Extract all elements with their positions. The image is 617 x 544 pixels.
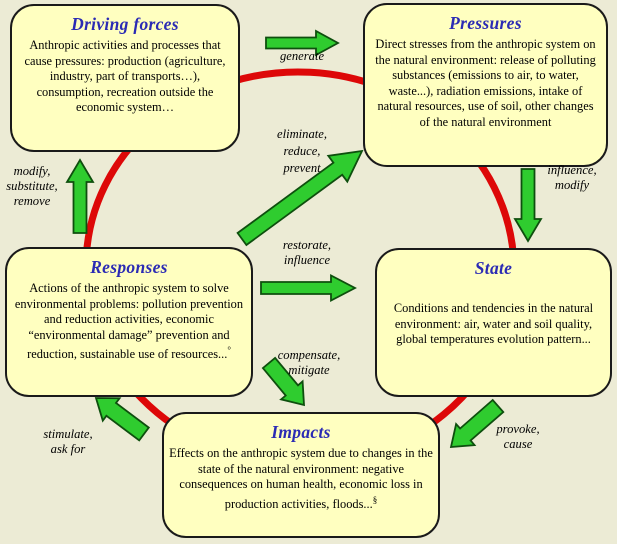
box-driving-forces: Driving forces Anthropic activities and … — [10, 4, 240, 152]
driving-forces-body: Anthropic activities and processes that … — [24, 38, 226, 115]
label-modify-substitute-remove: modify, substitute, remove — [6, 164, 58, 208]
arrow-restorate-influence — [260, 274, 357, 302]
impacts-body: Effects on the anthropic system due to c… — [169, 446, 433, 511]
arrow-provoke-cause — [449, 398, 505, 448]
arrow-modify-substitute-remove — [65, 158, 95, 234]
arrow-influence-modify — [513, 168, 543, 243]
label-stimulate-ask-for: stimulate, ask for — [43, 427, 93, 456]
responses-footnote-mark: ° — [227, 345, 231, 356]
arrow-compensate-mitigate — [261, 356, 305, 407]
box-state: State Conditions and tendencies in the n… — [375, 248, 612, 397]
label-generate: generate — [279, 49, 325, 63]
label-influence-modify: influence, modify — [547, 163, 597, 192]
pressures-title: Pressures — [449, 13, 522, 33]
impacts-footnote-mark: § — [372, 494, 378, 505]
state-body: Conditions and tendencies in the natural… — [393, 301, 594, 347]
pressures-body: Direct stresses from the anthropic syste… — [375, 37, 596, 129]
arrow-generate — [265, 29, 340, 57]
driving-forces-title: Driving forces — [71, 14, 179, 34]
box-impacts: Impacts Effects on the anthropic system … — [162, 412, 440, 538]
state-title: State — [474, 258, 513, 278]
arrow-stimulate-ask-for — [94, 397, 151, 442]
responses-title: Responses — [90, 257, 168, 277]
impacts-title: Impacts — [271, 422, 331, 442]
box-pressures: Pressures Direct stresses from the anthr… — [363, 3, 608, 167]
arrow-eliminate-reduce-prevent — [236, 149, 364, 247]
label-restorate-influence: restorate, influence — [282, 238, 332, 267]
label-compensate-mitigate: compensate, mitigate — [277, 348, 341, 377]
box-responses: Responses Actions of the anthropic syste… — [5, 247, 253, 397]
responses-body: Actions of the anthropic system to solve… — [14, 281, 244, 362]
label-provoke-cause: provoke, cause — [496, 422, 540, 451]
label-eliminate-reduce-prevent: eliminate, reduce, prevent — [276, 127, 327, 175]
